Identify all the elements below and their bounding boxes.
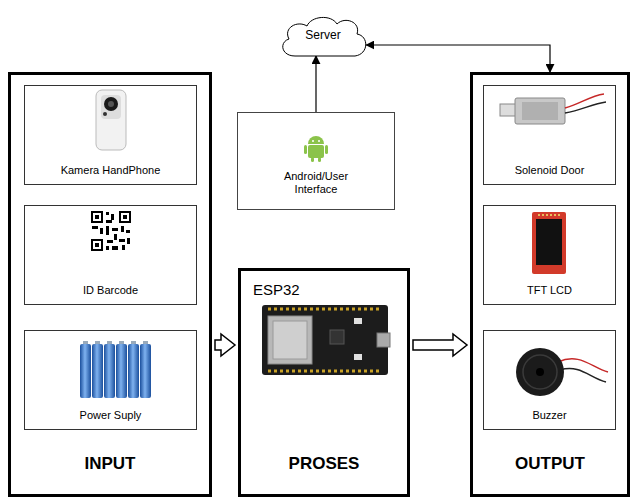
component-label: Kamera HandPhone: [61, 164, 161, 177]
component-box: TFT LCD: [483, 205, 616, 305]
phone-picture: [96, 90, 126, 150]
battery-pack-picture: [80, 341, 151, 398]
flow-arrow: [413, 334, 467, 356]
esp32-board-picture: [262, 305, 390, 375]
component-box: Kamera HandPhone: [24, 85, 197, 185]
component-box: Power Suply: [24, 330, 197, 430]
server-link: [366, 45, 550, 72]
input-panel: INPUT Kamera HandPhone ID BarcodePower Sup…: [8, 72, 212, 497]
flow-arrow: [215, 334, 235, 356]
component-box: Solenoid Door: [483, 85, 616, 185]
tft-display-picture: [532, 212, 566, 274]
interface-box: Android/User Interface: [237, 112, 395, 210]
component-label: TFT LCD: [527, 284, 572, 297]
board-name: ESP32: [253, 281, 300, 299]
component-label: Power Suply: [80, 409, 142, 422]
panel-title: PROSES: [289, 454, 360, 474]
component-label: ID Barcode: [83, 284, 138, 297]
cloud-outline-path: [283, 17, 366, 56]
data-link: [315, 56, 316, 112]
qr-code-picture: [91, 211, 131, 251]
output-panel: OUTPUT Solenoid DoorTFT LCD Buzzer: [470, 72, 630, 497]
interface-label: Android/User Interface: [268, 170, 364, 196]
solenoid-picture: [500, 94, 606, 124]
buzzer-picture: [516, 348, 608, 396]
component-box: Buzzer: [483, 330, 616, 430]
component-label: Solenoid Door: [515, 164, 585, 177]
process-box: ESP32PROSES: [238, 268, 410, 497]
component-label: Buzzer: [532, 409, 566, 422]
android-logo: [304, 136, 328, 162]
server-label: Server: [305, 28, 340, 42]
component-box: ID Barcode: [24, 205, 197, 305]
server-cloud: Server: [275, 12, 371, 62]
panel-title: INPUT: [85, 454, 136, 474]
panel-title: OUTPUT: [515, 454, 585, 474]
